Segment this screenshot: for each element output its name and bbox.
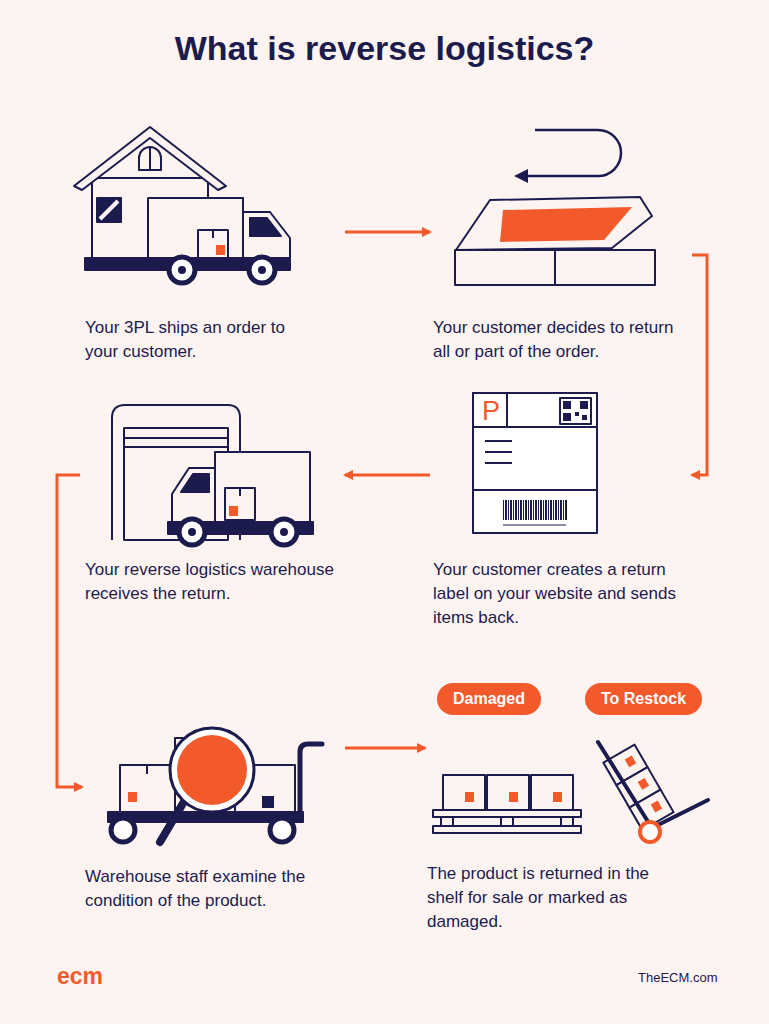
postage-letter: P: [482, 395, 500, 427]
step-caption: Your customer decides to return all or p…: [433, 316, 688, 364]
house-truck-icon: [74, 127, 290, 283]
step-caption: Your customer creates a return label on …: [433, 558, 691, 630]
process-step: Your reverse logistics warehouse receive…: [80, 395, 345, 606]
process-step: Your customer creates a return label on …: [430, 385, 692, 630]
process-step: Warehouse staff examine the condition of…: [82, 715, 345, 913]
pill-label: Damaged: [453, 689, 525, 709]
process-step: Your 3PL ships an order to your customer…: [70, 120, 345, 364]
step-caption: Your 3PL ships an order to your customer…: [85, 316, 307, 364]
process-step: The product is returned in the shelf for…: [425, 735, 720, 934]
open-box-icon: [455, 130, 655, 285]
return-label-icon: [473, 393, 597, 533]
inspection-cart-icon: [108, 728, 322, 842]
flow-arrow: [345, 747, 425, 750]
step-caption: Your reverse logistics warehouse receive…: [85, 558, 343, 606]
process-step: Your customer decides to return all or p…: [430, 120, 692, 364]
step-caption: The product is returned in the shelf for…: [427, 862, 689, 934]
pill-label: To Restock: [601, 689, 686, 709]
flow-arrow: [57, 475, 82, 787]
website-url: TheECM.com: [638, 970, 717, 986]
status-pill: Damaged: [437, 683, 541, 715]
pallet-handtruck-icon: [433, 742, 708, 842]
flow-arrow: [345, 474, 430, 477]
step-caption: Warehouse staff examine the condition of…: [85, 865, 335, 913]
warehouse-truck-icon: [112, 405, 313, 545]
status-pill: To Restock: [585, 683, 702, 715]
brand-logo: ecm: [57, 962, 103, 990]
title: What is reverse logistics?: [0, 26, 769, 70]
flow-arrow: [692, 255, 707, 475]
flow-arrow: [345, 231, 430, 234]
